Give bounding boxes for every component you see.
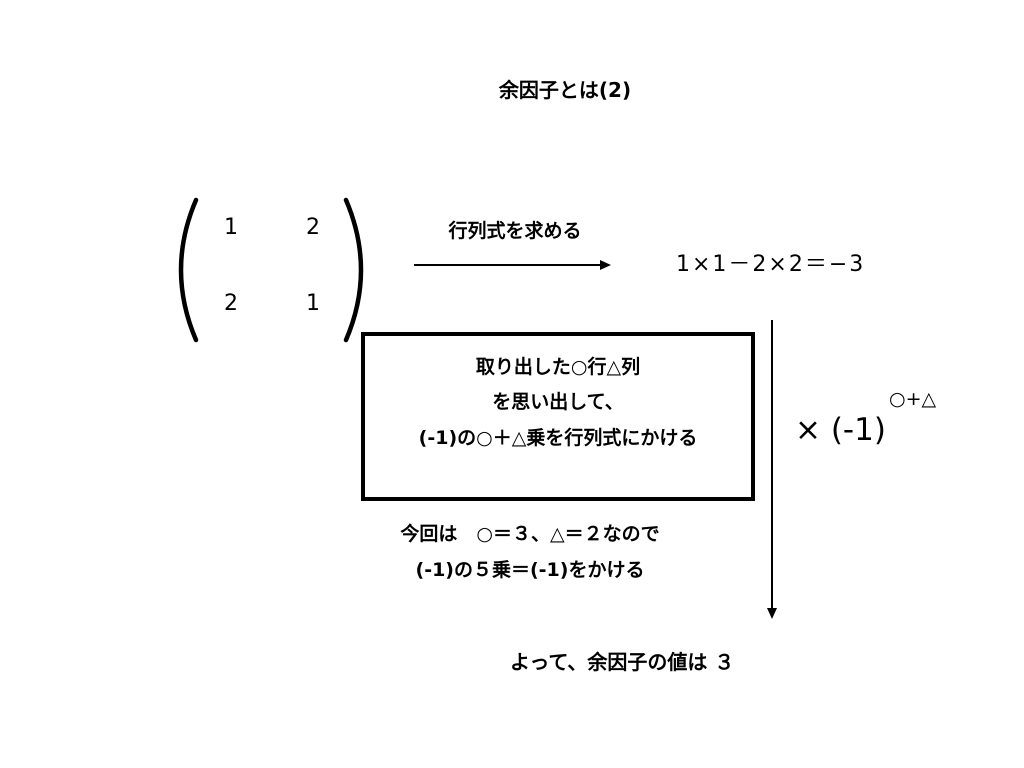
conclusion-text: よって、余因子の値は ３ [510,650,735,674]
matrix-cell-r1c2: 2 [306,215,320,240]
rule-line-3: (-1)の○＋△乗を行列式にかける [418,427,698,449]
determinant-formula: 1×1－2×2＝−3 [676,252,866,277]
matrix-cell-r1c1: 1 [224,215,238,240]
rule-line-2: を思い出して、 [492,391,624,413]
multiplier-expression: × (-1) [795,412,886,448]
determinant-arrow-label: 行列式を求める [448,220,582,242]
matrix-cell-r2c1: 2 [224,291,238,316]
rule-line-1: 取り出した○行△列 [475,356,641,378]
left-parenthesis-icon [178,197,199,343]
note-line-2: (-1)の５乗＝(-1)をかける [415,559,645,581]
matrix-cell-r2c2: 1 [306,291,320,316]
down-arrow-icon [767,320,777,619]
note-line-1: 今回は ○＝３、△＝２なので [400,523,660,545]
right-arrow-icon [414,260,611,270]
rule-box: 取り出した○行△列 を思い出して、 (-1)の○＋△乗を行列式にかける [361,332,755,501]
slide-title: 余因子とは(2) [498,78,632,102]
right-parenthesis-icon [343,197,364,343]
multiplier-exponent: ○+△ [889,388,937,410]
